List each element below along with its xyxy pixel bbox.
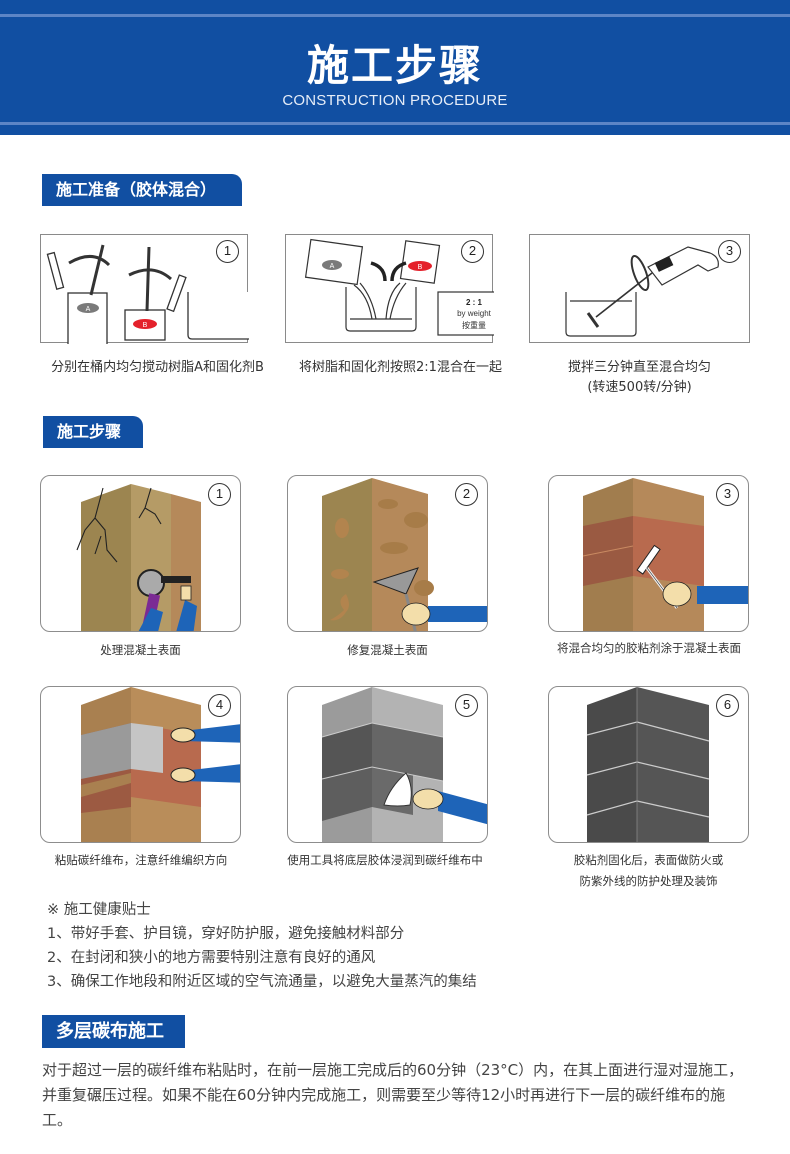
step-1-illustration: 1: [40, 475, 241, 632]
step-number-badge: 3: [716, 483, 739, 506]
caption-line: 防紫外线的防护处理及装饰: [579, 874, 718, 888]
grinding-column-icon: [76, 484, 201, 631]
section-tag-prep: 施工准备（胶体混合）: [42, 174, 242, 206]
prep-step-3-illustration: 3: [529, 234, 750, 343]
stirring-buckets-icon: A B: [46, 244, 255, 346]
step-number-badge: 1: [216, 240, 239, 263]
step-number-badge: 3: [718, 240, 741, 263]
ratio-value: 2 : 1: [466, 298, 483, 307]
section-tag-steps: 施工步骤: [43, 416, 143, 448]
multilayer-paragraph: 对于超过一层的碳纤维布粘贴时，在前一层施工完成后的60分钟（23°C）内，在其上…: [42, 1061, 744, 1129]
prep-step-2-illustration: A B 2 : 1 by weight 按重量 2: [285, 234, 511, 343]
prep-step-3-caption: 搅拌三分钟直至混合均匀 (转速500转/分钟): [529, 358, 750, 398]
svg-text:A: A: [330, 263, 335, 270]
section-tag-multilayer: 多层碳布施工: [42, 1015, 185, 1048]
tip-item: 1、带好手套、护目镜，穿好防护服，避免接触材料部分: [47, 926, 405, 942]
page-subtitle: CONSTRUCTION PROCEDURE: [282, 92, 508, 109]
health-tips: ※ 施工健康贴士 1、带好手套、护目镜，穿好防护服，避免接触材料部分 2、在封闭…: [47, 898, 477, 994]
applying-adhesive-icon: [582, 478, 748, 631]
step-5-illustration: 5: [287, 686, 488, 843]
step-number-badge: 2: [461, 240, 484, 263]
svg-text:B: B: [143, 322, 148, 329]
step-4-illustration: 4: [40, 686, 241, 843]
caption-line: 搅拌三分钟直至混合均匀: [567, 360, 711, 375]
step-2-illustration: 2: [287, 475, 488, 632]
label-a-badge: [77, 303, 99, 313]
step-1-caption: 处理混凝土表面: [100, 643, 181, 657]
step-2-caption: 修复混凝土表面: [347, 643, 428, 657]
tip-item: 3、确保工作地段和附近区域的空气流通量，以避免大量蒸汽的集结: [47, 974, 477, 990]
step-3-caption: 将混合均匀的胶粘剂涂于混凝土表面: [557, 641, 741, 655]
step-number-badge: 1: [208, 483, 231, 506]
step-number-badge: 6: [716, 694, 739, 717]
step-3-illustration: 3: [548, 475, 749, 632]
saturating-fiber-icon: [321, 687, 487, 842]
step-number-badge: 2: [455, 483, 478, 506]
finished-column-icon: [586, 687, 710, 842]
applying-carbon-fiber-icon: [81, 687, 240, 842]
prep-step-1-caption: 分别在桶内均匀搅动树脂A和固化剂B: [51, 360, 264, 375]
drill-mixer-icon: [565, 246, 719, 337]
header-bottom-rule: [0, 122, 790, 125]
prep-step-1-illustration: A B 1: [40, 234, 255, 346]
step-6-illustration: 6: [548, 686, 749, 843]
step-5-caption: 使用工具将底层胶体浸润到碳纤维布中: [287, 853, 483, 867]
prep-step-2-caption: 将树脂和固化剂按照2:1混合在一起: [299, 360, 502, 375]
tips-title: ※ 施工健康贴士: [47, 902, 151, 918]
step-4-caption: 粘贴碳纤维布，注意纤维编织方向: [54, 853, 228, 867]
step-6-caption: 胶粘剂固化后，表面做防火或 防紫外线的防护处理及装饰: [548, 850, 749, 892]
header-top-rule: [0, 14, 790, 17]
svg-text:A: A: [86, 306, 91, 313]
page-title: 施工步骤: [306, 41, 483, 90]
ratio-cn: 按重量: [462, 320, 486, 330]
step-number-badge: 4: [208, 694, 231, 717]
label-b-badge: [133, 319, 157, 329]
svg-text:B: B: [418, 264, 423, 271]
step-number-badge: 5: [455, 694, 478, 717]
ratio-unit: by weight: [457, 309, 492, 318]
caption-line: 胶粘剂固化后，表面做防火或: [573, 853, 724, 867]
page-header: 施工步骤 CONSTRUCTION PROCEDURE: [0, 0, 790, 135]
caption-line: (转速500转/分钟): [587, 380, 692, 395]
tip-item: 2、在封闭和狭小的地方需要特别注意有良好的通风: [47, 950, 376, 966]
repairing-column-icon: [322, 478, 487, 631]
